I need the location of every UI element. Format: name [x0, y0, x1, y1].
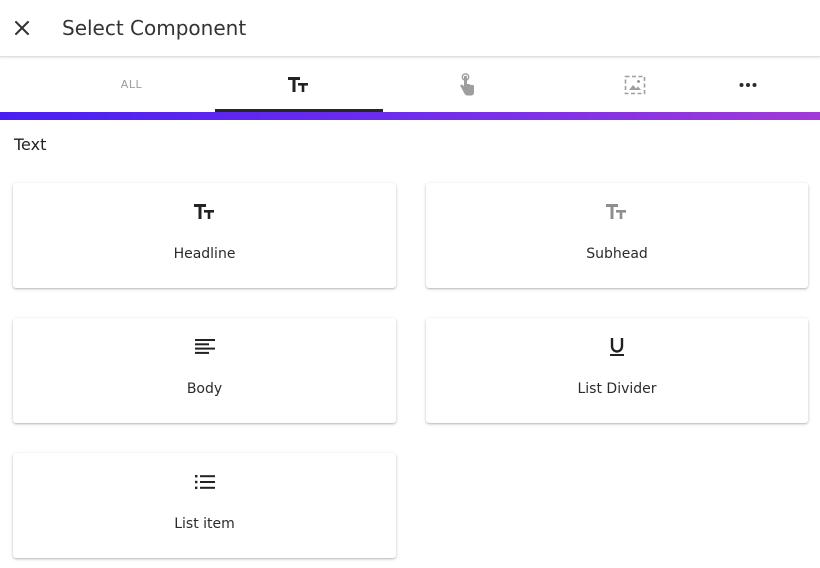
- accent-gradient-bar: [0, 112, 820, 120]
- component-card-subhead[interactable]: Subhead: [426, 183, 808, 288]
- tab-touch[interactable]: [383, 57, 551, 112]
- active-tab-indicator: [215, 109, 383, 112]
- underline-icon: [610, 338, 624, 356]
- tab-text[interactable]: [215, 57, 383, 112]
- card-label: List item: [174, 516, 235, 532]
- text-fields-icon: [288, 76, 308, 92]
- image-icon: [624, 75, 646, 94]
- component-card-body[interactable]: Body: [13, 318, 396, 423]
- tab-all-label: ALL: [120, 78, 143, 91]
- page-title: Select Component: [62, 16, 247, 40]
- subject-icon: [194, 339, 215, 354]
- touch-icon: [460, 72, 474, 95]
- text-fields-icon: [606, 204, 626, 219]
- app-bar: Select Component: [0, 0, 820, 57]
- close-icon: [15, 21, 29, 35]
- component-card-list-divider[interactable]: List Divider: [426, 318, 808, 423]
- component-card-list-item[interactable]: List item: [13, 453, 396, 558]
- section-title: Text: [14, 135, 47, 154]
- tab-all[interactable]: ALL: [48, 57, 215, 112]
- card-label: Subhead: [586, 246, 648, 262]
- list-icon: [194, 475, 215, 489]
- component-tabs: ALL: [0, 57, 820, 112]
- text-fields-icon: [193, 204, 214, 219]
- tab-image[interactable]: [551, 57, 719, 112]
- tab-more[interactable]: [719, 57, 777, 112]
- more-horiz-icon: [739, 82, 757, 87]
- card-label: Body: [186, 381, 223, 397]
- card-label: List Divider: [577, 381, 657, 397]
- close-button[interactable]: [8, 14, 36, 42]
- component-card-headline[interactable]: Headline: [13, 183, 396, 288]
- card-label: Headline: [173, 246, 236, 262]
